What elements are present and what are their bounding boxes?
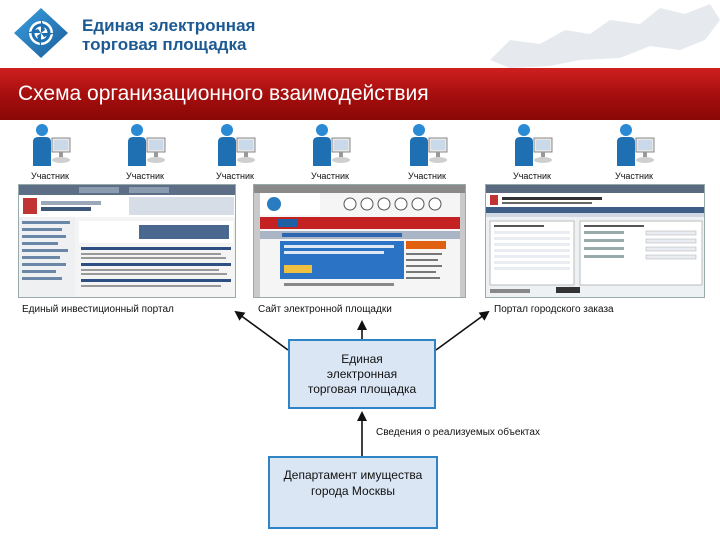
participant-7: Участник — [604, 122, 664, 182]
arrow-to-city-order-portal — [435, 310, 490, 351]
participant-label: Участник — [31, 171, 69, 181]
participant-5: Участник — [397, 122, 457, 182]
logo-line-1: Единая электронная — [82, 16, 256, 35]
department-box-line-1: Департамент имущества — [283, 468, 423, 482]
title-bar: Схема организационного взаимодействия — [0, 68, 720, 120]
etp-box-line-1: Единая — [341, 352, 383, 366]
page-title: Схема организационного взаимодействия — [18, 82, 429, 105]
participant-label: Участник — [615, 171, 653, 181]
user-computer-icon — [410, 124, 448, 166]
investment-portal-thumbnail — [19, 185, 235, 297]
participant-4: Участник — [300, 122, 360, 182]
etp-box-line-3: торговая площадка — [307, 382, 417, 396]
department-box-line-2: города Москвы — [311, 484, 395, 498]
participant-2: Участник — [115, 122, 175, 182]
participant-3: Участник — [205, 122, 265, 182]
investment-portal-screenshot — [18, 184, 236, 298]
user-computer-icon — [313, 124, 351, 166]
city-order-portal-caption: Портал городского заказа — [494, 304, 614, 315]
russia-map-icon — [490, 4, 720, 68]
logo-line-2: торговая площадка — [82, 35, 247, 54]
participant-6: Участник — [502, 122, 562, 182]
participant-label: Участник — [311, 171, 349, 181]
user-computer-icon — [33, 124, 71, 166]
header: Единая электронная торговая площадка — [0, 0, 720, 68]
etp-logo-icon — [14, 8, 68, 58]
logo-text: Единая электронная торговая площадка — [82, 16, 255, 54]
participant-1: Участник — [20, 122, 80, 182]
participant-label: Участник — [513, 171, 551, 181]
arrow-to-investment-portal — [234, 310, 289, 351]
participant-label: Участник — [216, 171, 254, 181]
etp-box-line-2: электронная — [326, 367, 398, 381]
etp-site-caption: Сайт электронной площадки — [258, 304, 392, 315]
user-computer-icon — [617, 124, 655, 166]
user-computer-icon — [218, 124, 256, 166]
info-flow-label: Сведения о реализуемых объектах — [376, 427, 540, 438]
etp-site-thumbnail — [254, 185, 465, 297]
department-box: Департамент имущества города Москвы — [268, 456, 438, 529]
participant-label: Участник — [126, 171, 164, 181]
participant-label: Участник — [408, 171, 446, 181]
investment-portal-caption: Единый инвестиционный портал — [22, 304, 174, 315]
city-order-portal-thumbnail — [486, 185, 704, 297]
city-order-portal-screenshot — [485, 184, 705, 298]
etp-site-screenshot — [253, 184, 466, 298]
user-computer-icon — [515, 124, 553, 166]
etp-box: Единая электронная торговая площадка — [288, 339, 436, 409]
user-computer-icon — [128, 124, 166, 166]
